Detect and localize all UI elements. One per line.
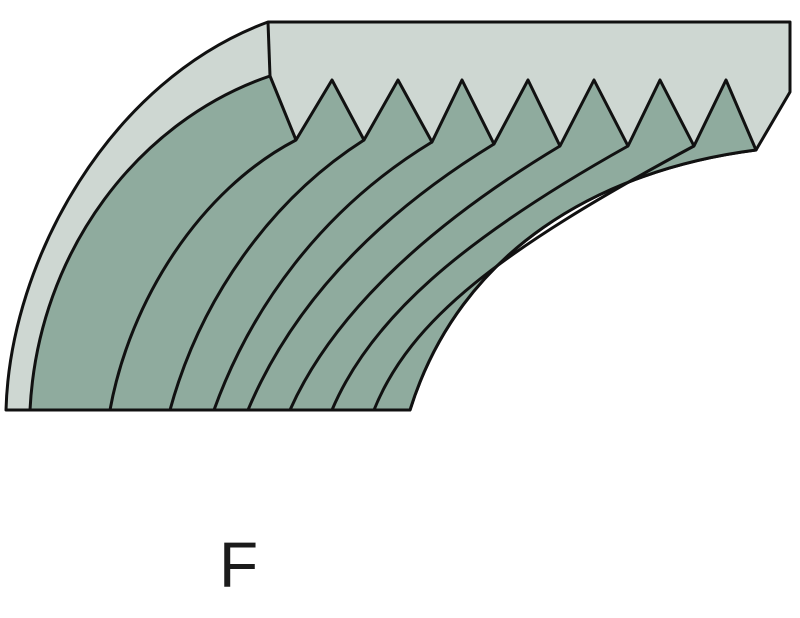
- backing-divider-line: [266, 21, 272, 77]
- rib-divider-2: [168, 138, 365, 411]
- rib-divider-1: [108, 138, 297, 411]
- rib-divider-5: [288, 144, 561, 411]
- rib-divider-4: [246, 142, 495, 411]
- rib-divider-lines: [108, 138, 695, 411]
- profile-label: F: [219, 529, 259, 601]
- rib-divider-7: [372, 144, 695, 411]
- rib-divider-6: [330, 144, 629, 411]
- rib-divider-3: [212, 140, 433, 411]
